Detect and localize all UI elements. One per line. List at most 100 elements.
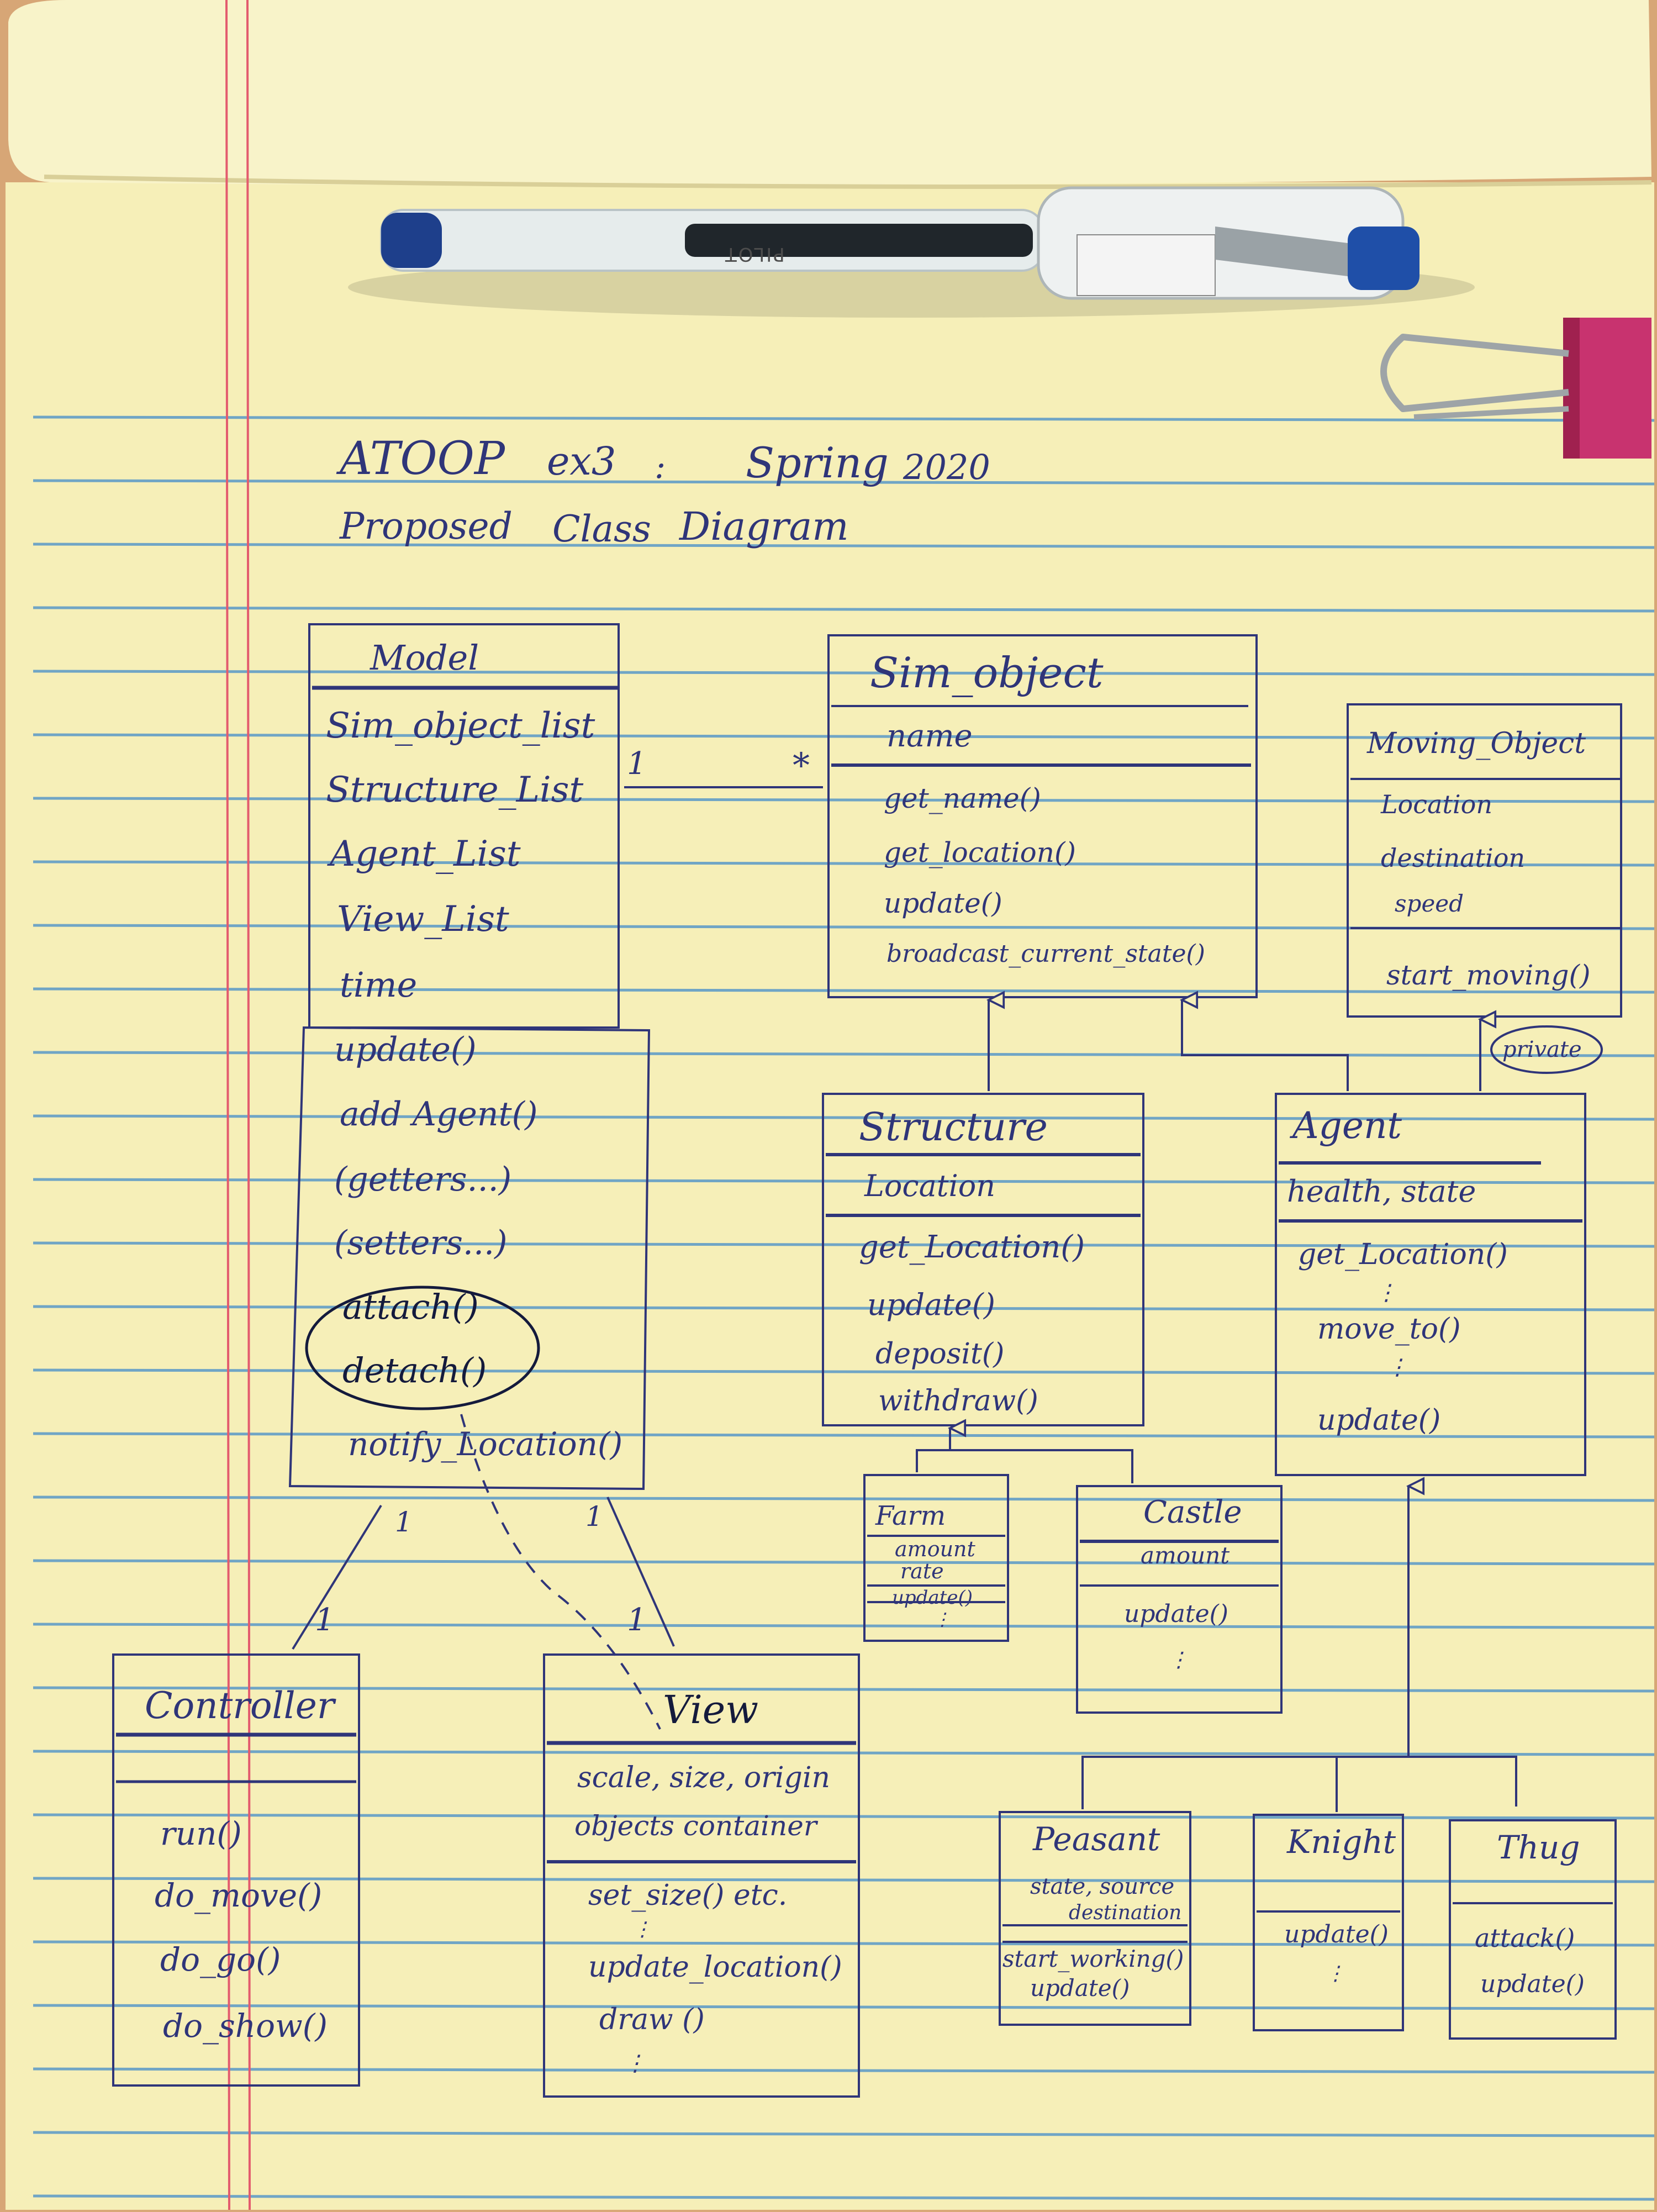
rule-line — [33, 543, 1655, 549]
view-methods-3-text: draw () — [599, 2003, 705, 2036]
agent-attributes-0-text: health, state — [1287, 1174, 1476, 1209]
controller-class-box — [112, 1653, 360, 2087]
association-model-controller — [292, 1504, 382, 1650]
sim-object-class-box — [827, 634, 1258, 998]
rule-line — [33, 1432, 1655, 1439]
view-attributes-0-text: scale, size, origin — [577, 1761, 831, 1794]
sim-object-attributes-0-text: name — [886, 718, 973, 754]
title-line2-2-text: Diagram — [679, 504, 849, 549]
inheritance-farm-castle-bus — [916, 1449, 1133, 1483]
title-line1-2-text: : — [655, 447, 666, 486]
private-note-ellipse — [1490, 1025, 1603, 1074]
model-attributes-2-text: Agent_List — [330, 834, 521, 875]
controller-methods-3-text: do_show() — [163, 2007, 328, 2045]
association-model-view — [606, 1497, 675, 1647]
farm-attributes-1-text: rate — [900, 1559, 944, 1583]
title-line1-1-text: ex3 — [547, 439, 616, 484]
agent-methods-2-text: move_to() — [1317, 1313, 1461, 1346]
thug-name-text: Thug — [1497, 1829, 1580, 1866]
moving-object-name-text: Moving_Object — [1367, 727, 1586, 760]
farm-attributes-0-text: amount — [895, 1537, 975, 1561]
rule-line — [33, 2067, 1655, 2074]
peasant-attributes-0-text: state, source — [1030, 1874, 1175, 1899]
multiplicities-model-view-bottom-text: 1 — [627, 1602, 647, 1638]
binder-clip — [1380, 318, 1651, 459]
sim-object-methods-2-text: update() — [884, 887, 1002, 919]
rule-line — [33, 2131, 1655, 2137]
farm-methods-1-text: ⋮ — [933, 1609, 951, 1630]
title-line1-3-text: Spring — [746, 438, 889, 487]
paper-sheet — [6, 182, 1654, 2210]
agent-methods-3-text: ⋮ — [1386, 1355, 1408, 1380]
view-name-text: View — [663, 1687, 759, 1732]
margin-line — [225, 0, 230, 2210]
rule-line — [33, 1750, 1655, 1756]
model-methods-3-text: (setters...) — [334, 1224, 508, 1262]
knight-class-box — [1253, 1814, 1404, 2031]
moving-object-attributes-1-text: destination — [1381, 843, 1526, 873]
model-attributes-0-text: Sim_object_list — [326, 705, 595, 746]
agent-methods-4-text: update() — [1317, 1404, 1441, 1437]
model-methods-5-text: detach() — [342, 1350, 487, 1391]
rule-line — [33, 1877, 1655, 1883]
rule-line — [33, 606, 1655, 613]
model-methods-box — [288, 1026, 651, 1491]
model-methods-6-text: notify_Location() — [348, 1425, 623, 1463]
agent-class-box — [1275, 1093, 1586, 1476]
controller-methods-0-text: run() — [160, 1815, 242, 1852]
rule-line — [33, 860, 1655, 867]
dependency-attach-view — [460, 1414, 661, 1730]
title-line2-1-text: Class — [552, 508, 651, 550]
paper-fold — [44, 175, 1652, 189]
rule-line — [33, 1813, 1655, 1820]
controller-methods-2-text: do_go() — [160, 1941, 281, 1978]
view-class-box — [543, 1653, 860, 2098]
multiplicities-model-controller-bottom-text: 1 — [315, 1602, 335, 1638]
rule-line — [33, 1114, 1655, 1121]
moving-object-note-text: private — [1502, 1037, 1582, 1062]
view-attributes-1-text: objects container — [574, 1810, 817, 1842]
title-line2-0-text: Proposed — [340, 505, 513, 547]
rule-line — [33, 2194, 1655, 2201]
controller-name-text: Controller — [145, 1684, 335, 1727]
rule-line — [33, 1623, 1655, 1629]
rule-line — [33, 1178, 1655, 1184]
model-attributes-1-text: Structure_List — [326, 770, 584, 810]
structure-class-box — [822, 1093, 1144, 1426]
rule-line — [33, 2004, 1655, 2010]
margin-line — [246, 0, 251, 2210]
sim-object-methods-3-text: broadcast_current_state() — [886, 940, 1205, 968]
knight-name-text: Knight — [1287, 1823, 1396, 1861]
knight-methods-1-text: ⋮ — [1326, 1962, 1345, 1985]
knight-methods-0-text: update() — [1284, 1920, 1389, 1948]
multiplicities-model-simobject-left-text: 1 — [627, 746, 647, 782]
peasant-name-text: Peasant — [1033, 1820, 1160, 1858]
rule-line — [33, 1559, 1655, 1566]
title-line1-4-text: 2020 — [903, 447, 990, 487]
moving-object-attributes-2-text: speed — [1395, 890, 1464, 917]
peasant-methods-1-text: update() — [1030, 1974, 1130, 2002]
model-methods-0-text: update() — [334, 1030, 477, 1069]
inheritance-agent-simobject — [1182, 1000, 1349, 1091]
thug-methods-0-text: attack() — [1475, 1923, 1575, 1953]
castle-methods-0-text: update() — [1124, 1600, 1228, 1628]
agent-name-text: Agent — [1292, 1104, 1402, 1147]
rule-line — [33, 415, 1655, 422]
agent-methods-0-text: get_Location() — [1298, 1238, 1508, 1271]
moving-object-methods-0-text: start_moving() — [1386, 959, 1591, 991]
rule-line — [33, 797, 1655, 803]
rule-line — [33, 1495, 1655, 1502]
model-methods-2-text: (getters...) — [334, 1160, 512, 1199]
view-methods-2-text: update_location() — [588, 1951, 842, 1984]
attach-detach-highlight — [305, 1286, 540, 1410]
inheritance-agents-bus — [1081, 1756, 1517, 1809]
model-class-box — [308, 623, 620, 1029]
pen — [348, 186, 1475, 318]
structure-methods-2-text: deposit() — [875, 1337, 1005, 1371]
sim-object-name-text: Sim_object — [870, 648, 1104, 697]
rule-line — [33, 1305, 1655, 1312]
model-attributes-4-text: time — [340, 965, 418, 1005]
paper-roll — [8, 0, 1651, 186]
model-methods-4-text: attach() — [342, 1287, 479, 1327]
multiplicities-model-controller-top-text: 1 — [395, 1506, 413, 1538]
